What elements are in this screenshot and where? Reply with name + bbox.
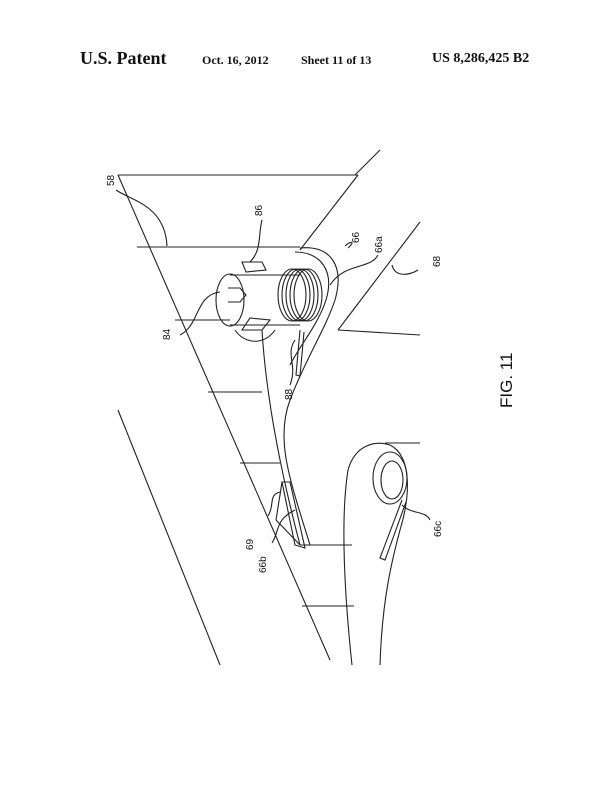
- label-66c: 66c: [433, 521, 444, 537]
- arm-66: [261, 247, 352, 546]
- label-66a: 66a: [374, 236, 385, 253]
- label-69: 69: [245, 538, 256, 550]
- label-58: 58: [106, 174, 117, 186]
- leader-lines: [115, 189, 431, 544]
- label-68: 68: [432, 255, 443, 267]
- patent-title: U.S. Patent: [80, 48, 167, 68]
- figure-caption: FIG. 11: [497, 353, 516, 408]
- label-66b: 66b: [258, 556, 269, 573]
- label-84: 84: [162, 328, 173, 340]
- spring-coil-66a: [277, 268, 323, 377]
- label-86: 86: [254, 204, 265, 216]
- label-88: 88: [284, 388, 295, 400]
- patent-date: Oct. 16, 2012: [202, 53, 269, 67]
- patent-header: U.S. Patent Oct. 16, 2012 Sheet 11 of 13…: [0, 48, 614, 72]
- spring-arm-66c: [343, 442, 420, 666]
- patent-number: US 8,286,425 B2: [432, 51, 530, 66]
- pin-84: [215, 261, 300, 342]
- sheet-number: Sheet 11 of 13: [301, 53, 372, 67]
- label-66: 66: [351, 231, 362, 243]
